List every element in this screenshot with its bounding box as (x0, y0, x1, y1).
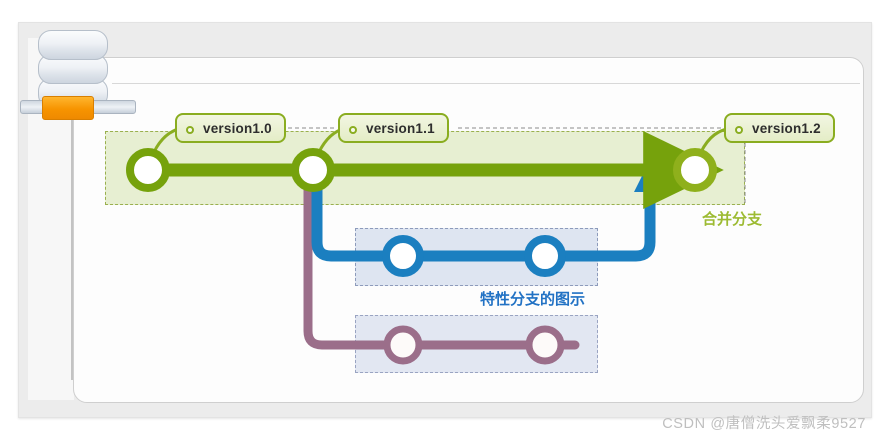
tag-hole-icon (349, 126, 357, 134)
tag-hole-icon (735, 126, 743, 134)
blue-branch-path (311, 174, 656, 262)
tag-hole-icon (186, 126, 194, 134)
merge-branch-annotation: 合并分支 (702, 211, 763, 228)
version-tag-label: version1.1 (366, 120, 435, 136)
version-tag-label: version1.2 (752, 120, 821, 136)
version-tag-1-2[interactable]: version1.2 (724, 113, 835, 143)
feature-branch-annotation: 特性分支的图示 (480, 291, 586, 308)
commit-node-purple-1[interactable] (383, 325, 423, 365)
version-tag-1-1[interactable]: version1.1 (338, 113, 449, 143)
purple-branch-path (303, 175, 580, 350)
csdn-watermark: CSDN @唐僧洗头爱飘柔9527 (662, 416, 866, 432)
commit-node-master-3-merge[interactable] (673, 148, 717, 192)
connector-stem-line (71, 120, 73, 380)
version-tag-label: version1.0 (203, 120, 272, 136)
commit-node-master-2[interactable] (291, 148, 335, 192)
commit-node-blue-1[interactable] (382, 235, 424, 277)
commit-node-master-1[interactable] (126, 148, 170, 192)
orange-connector-icon (42, 96, 94, 120)
commit-node-purple-2[interactable] (525, 325, 565, 365)
panel-divider (112, 83, 860, 84)
database-disc-top (38, 30, 108, 60)
commit-node-blue-2[interactable] (524, 235, 566, 277)
version-tag-1-0[interactable]: version1.0 (175, 113, 286, 143)
